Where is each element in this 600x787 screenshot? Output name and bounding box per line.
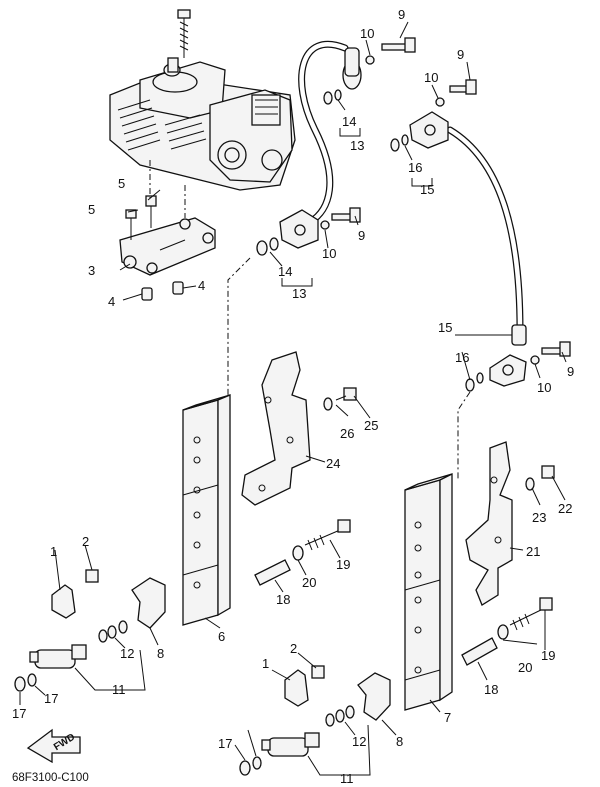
- callout-18: 18: [484, 682, 498, 697]
- orings-12-left: [98, 620, 128, 643]
- callout-10: 10: [360, 26, 374, 41]
- callout-1: 1: [262, 656, 269, 671]
- injector-11-right: [261, 732, 320, 757]
- callout-18: 18: [276, 592, 290, 607]
- pump-bracket: [119, 217, 216, 276]
- fuel-pump-assembly: [109, 9, 296, 191]
- callout-12: 12: [352, 734, 366, 749]
- callout-17: 17: [12, 706, 26, 721]
- grommet-4b: [172, 281, 184, 295]
- bolt-25: [335, 387, 357, 401]
- bolt-19-right: [509, 597, 553, 631]
- callout-1: 1: [50, 544, 57, 559]
- callout-15: 15: [420, 182, 434, 197]
- bolt-22: [541, 465, 555, 479]
- callout-9: 9: [567, 364, 574, 379]
- spacer-18-right: [461, 637, 498, 666]
- washer-23: [525, 477, 535, 491]
- callout-22: 22: [558, 501, 572, 516]
- grommet-4a: [141, 287, 153, 301]
- callout-15: 15: [438, 320, 452, 335]
- holder-8-right: [357, 672, 391, 721]
- callout-10: 10: [424, 70, 438, 85]
- bolt-19-left: [304, 519, 351, 551]
- fuel-rail-right: [404, 472, 453, 711]
- fuel-hose-right: [446, 126, 524, 334]
- callout-19: 19: [541, 648, 555, 663]
- injector-11-left: [29, 644, 87, 669]
- callout-4: 4: [108, 294, 115, 309]
- bolt-5b: [145, 195, 157, 228]
- callout-10: 10: [537, 380, 551, 395]
- callout-14: 14: [278, 264, 292, 279]
- callout-14: 14: [342, 114, 356, 129]
- union-fitting-right: [390, 79, 477, 152]
- holder-8-left: [131, 577, 166, 629]
- callout-23: 23: [532, 510, 546, 525]
- diagram-code: 68F3100-C100: [12, 772, 89, 784]
- callout-2: 2: [82, 534, 89, 549]
- orings-17-left: [14, 673, 37, 692]
- callout-25: 25: [364, 418, 378, 433]
- orings-12-right: [325, 705, 355, 727]
- bolt-5a: [125, 209, 137, 240]
- callout-4: 4: [198, 278, 205, 293]
- callout-20: 20: [518, 660, 532, 675]
- washer-20-right: [497, 624, 509, 640]
- orings-17-right: [239, 756, 262, 776]
- rail-bracket-21: [465, 441, 513, 606]
- callout-16: 16: [455, 350, 469, 365]
- clamp-1-right: [284, 669, 309, 707]
- spacer-18-left: [254, 559, 291, 586]
- callout-9: 9: [358, 228, 365, 243]
- callout-9: 9: [457, 47, 464, 62]
- union-fitting-mid: [256, 207, 361, 256]
- callout-8: 8: [396, 734, 403, 749]
- clamp-1-left: [51, 584, 76, 619]
- callout-20: 20: [302, 575, 316, 590]
- callout-26: 26: [340, 426, 354, 441]
- screw-2-right: [311, 665, 325, 679]
- fuel-rail-left: [182, 394, 231, 626]
- fuel-hose-left: [298, 40, 349, 226]
- washer-26: [323, 397, 333, 411]
- callout-labels: 9 10 9 10 14 13 16 15 5 5 9 10 14 13 3 4…: [12, 7, 574, 786]
- callout-3: 3: [88, 263, 95, 278]
- callout-5: 5: [88, 202, 95, 217]
- washer-20-left: [292, 545, 304, 561]
- callout-17: 17: [44, 691, 58, 706]
- callout-13: 13: [350, 138, 364, 153]
- callout-16: 16: [408, 160, 422, 175]
- callout-2: 2: [290, 641, 297, 656]
- callout-24: 24: [326, 456, 340, 471]
- callout-21: 21: [526, 544, 540, 559]
- rail-bracket-24: [241, 351, 311, 506]
- callout-17: 17: [218, 736, 232, 751]
- callout-13: 13: [292, 286, 306, 301]
- screw-2-left: [85, 569, 99, 583]
- callout-11: 11: [112, 682, 126, 697]
- leader-lines: [19, 21, 567, 776]
- callout-12: 12: [120, 646, 134, 661]
- callout-6: 6: [218, 629, 225, 644]
- callout-9: 9: [398, 7, 405, 22]
- callout-10: 10: [322, 246, 336, 261]
- callout-11: 11: [340, 771, 354, 786]
- callout-8: 8: [157, 646, 164, 661]
- union-fitting-top: [323, 37, 416, 105]
- fwd-arrow-icon: FWD: [26, 728, 81, 764]
- callout-5: 5: [118, 176, 125, 191]
- callout-19: 19: [336, 557, 350, 572]
- callout-7: 7: [444, 710, 451, 725]
